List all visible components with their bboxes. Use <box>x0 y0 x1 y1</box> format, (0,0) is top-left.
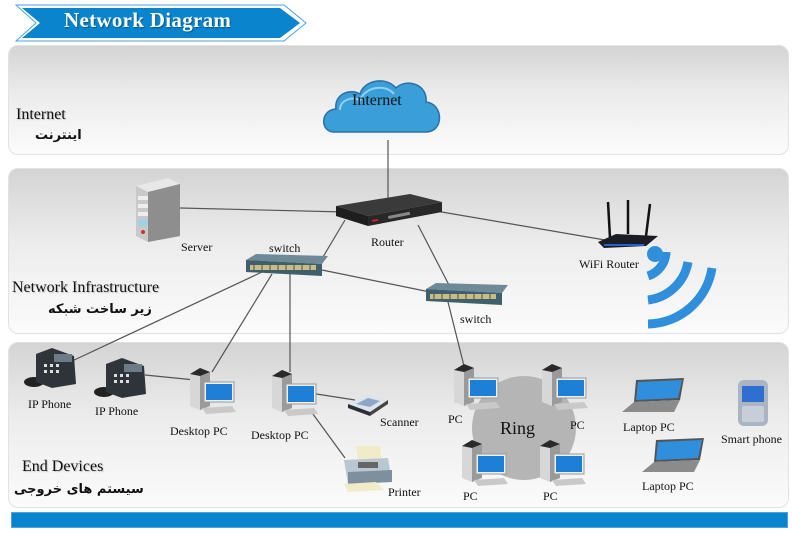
node-label-desktop-pc-2: Desktop PC <box>251 428 309 442</box>
node-label-scanner: Scanner <box>380 415 419 429</box>
laptop-1-icon[interactable] <box>622 378 686 414</box>
ip-phone-1-icon[interactable] <box>22 346 78 390</box>
node-label-smart-phone: Smart phone <box>721 432 782 446</box>
node-label-pc-1: PC <box>448 412 463 426</box>
smart-phone-icon[interactable] <box>736 378 770 428</box>
wifi-router-icon[interactable] <box>596 198 660 250</box>
layer-title-internet: Internet <box>16 106 66 123</box>
node-label-pc-2: PC <box>570 418 585 432</box>
node-label-switch-2: switch <box>460 312 492 326</box>
link-server-router <box>179 207 346 213</box>
link-desktop2-printer <box>309 409 346 459</box>
pc-4-icon[interactable] <box>538 440 588 488</box>
switch-2-icon[interactable] <box>424 283 508 307</box>
link-router-switch1 <box>319 219 346 263</box>
link-switch2-pc1 <box>447 301 466 371</box>
node-label-switch-1: switch <box>269 241 301 255</box>
internet-cloud-icon <box>323 80 441 133</box>
desktop-pc-1-icon[interactable] <box>188 368 238 416</box>
link-desktop2-scanner <box>309 392 356 401</box>
printer-icon[interactable] <box>340 444 396 492</box>
page-title: Network Diagram <box>64 8 232 32</box>
node-label-ip-phone-2: IP Phone <box>95 404 139 418</box>
title-banner: Network Diagram <box>14 3 307 42</box>
link-switch1-desktop1 <box>211 273 273 373</box>
layer-subtitle-end-devices: سیستم های خروجی <box>14 482 144 497</box>
layer-subtitle-infrastructure: زیر ساخت شبکه <box>48 302 152 317</box>
node-label-laptop-1: Laptop PC <box>623 420 675 434</box>
link-ipphone2-desktop1 <box>144 374 196 381</box>
node-label-pc-3: PC <box>463 489 478 503</box>
layer-title-infrastructure: Network Infrastructure <box>12 279 160 296</box>
node-label-desktop-pc-1: Desktop PC <box>170 424 228 438</box>
pc-2-icon[interactable] <box>540 364 590 412</box>
link-switch1-switch2 <box>321 269 431 293</box>
node-label-internet: Internet <box>352 92 402 109</box>
link-router-switch2 <box>417 224 451 288</box>
ip-phone-2-icon[interactable] <box>92 356 148 400</box>
switch-1-icon[interactable] <box>244 254 328 278</box>
link-router-wifi <box>429 209 606 241</box>
scanner-icon[interactable] <box>346 390 390 416</box>
link-switch1-ipphone1 <box>69 271 263 363</box>
layer-title-end-devices: End Devices <box>22 458 104 475</box>
node-label-wifi-router: WiFi Router <box>579 257 639 271</box>
node-label-ip-phone-1: IP Phone <box>28 397 72 411</box>
node-label-printer: Printer <box>388 485 421 499</box>
desktop-pc-2-icon[interactable] <box>270 370 320 418</box>
banner-arrow-shape <box>14 4 307 42</box>
pc-1-icon[interactable] <box>452 364 502 412</box>
router-icon[interactable] <box>336 190 442 230</box>
server-icon[interactable] <box>128 176 184 244</box>
laptop-2-icon[interactable] <box>642 438 706 474</box>
node-label-router: Router <box>371 235 404 249</box>
node-label-server: Server <box>181 240 213 254</box>
node-label-laptop-2: Laptop PC <box>642 479 694 493</box>
pc-3-icon[interactable] <box>460 440 510 488</box>
node-label-pc-4: PC <box>543 489 558 503</box>
wifi-signal-icon <box>646 246 717 329</box>
layer-subtitle-internet: اینترنت <box>35 128 82 143</box>
footer-bar <box>11 512 788 528</box>
node-label-ring: Ring <box>500 418 536 438</box>
